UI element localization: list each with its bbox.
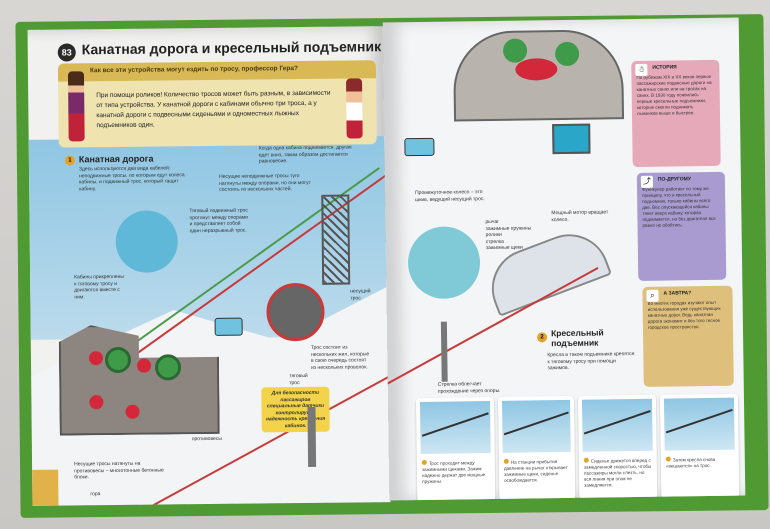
sidebar-tomorrow: ⌕ А ЗАВТРА? Во многих городах изучают оп…: [642, 285, 734, 387]
sidebar-text: Фуникулер работает по тому же принципу, …: [642, 185, 716, 228]
cabin: [404, 137, 435, 157]
step-card: Сиденье движется вперед с замедленной ск…: [577, 394, 658, 500]
cabin: [214, 317, 243, 336]
step-text: Трос проходит между зажимными щеками. За…: [421, 460, 486, 485]
step-text: Затем кресла снова «вешаются» на трос.: [665, 456, 716, 469]
step-card: Затем кресла снова «вешаются» на трос.: [659, 393, 740, 499]
sidebar-title: ИСТОРИЯ: [652, 64, 677, 71]
page-tab: [32, 469, 59, 506]
motor-label: Мощный мотор вращает колесо.: [551, 209, 609, 223]
sidebar-text: По рубежам XIX и XX веков первые пассажи…: [636, 73, 712, 116]
motor: [552, 123, 591, 155]
red-wheel: [89, 395, 104, 410]
tomorrow-icon: ⌕: [646, 289, 659, 302]
page-number: 83: [57, 43, 76, 62]
cabins-label: Кабины прикреплены к тяговому тросу и дв…: [74, 273, 125, 300]
carrying-rope-label: Несущие неподвижные тросы туго натянуты …: [219, 173, 311, 193]
step-text: На станции прибытия давление на рычаг от…: [503, 459, 568, 483]
counterweight-text: Несущие тросы натянуты на противовесы – …: [74, 460, 164, 481]
sidebar-alternative: ⤴ ПО-ДРУГОМУ Фуникулер работает по тому …: [636, 171, 727, 281]
chairlift-pylon: [307, 406, 317, 467]
intermediate-wheel-label: Промежуточное колесо – это шкив, ведущий…: [415, 189, 485, 203]
carrying-rope-tag: несущий трос: [350, 288, 371, 302]
pylon: [321, 194, 351, 285]
traction-rope-tag: тяговый трос: [289, 372, 308, 386]
step-illustration: [581, 398, 653, 452]
page-title: Канатная дорога и кресельный подъемник: [81, 38, 382, 58]
section-number: 1: [64, 155, 75, 166]
sidebar-text: Во многих городах изучают опыт использов…: [647, 299, 721, 330]
section-number: 2: [537, 332, 548, 343]
step-illustration: [663, 397, 735, 451]
section-text: Здесь используются два вида кабелей: неп…: [78, 165, 185, 192]
right-page: Промежуточное колесо – это шкив, ведущий…: [382, 17, 746, 501]
rope-structure-label: Трос состоит из нескольких жил, которые …: [310, 344, 370, 371]
sidebar-history: ☃ ИСТОРИЯ По рубежам XIX и XX веков перв…: [631, 59, 721, 168]
red-wheel: [136, 358, 152, 373]
footer-text: гора: [90, 491, 101, 498]
red-wheel: [88, 351, 104, 366]
clamp-detail-circle: [407, 226, 481, 300]
arrow-label: Стрелка облегчает прохождение через опор…: [437, 381, 501, 395]
counterweight-tag: противовесы: [191, 435, 222, 443]
step-card: Трос проходит между зажимными щеками. За…: [415, 396, 496, 501]
rope-cross-section: [266, 282, 325, 342]
section-title: Канатная дорога: [78, 153, 154, 165]
green-wheel: [154, 354, 182, 381]
section-text: Кресла в таком подъемнике крепятся к тяг…: [547, 351, 635, 372]
girl-illustration: [67, 71, 85, 142]
balance-text: Когда одна кабина поднимается, другая ед…: [258, 144, 352, 165]
red-wheel: [125, 404, 140, 419]
safety-speech-bubble: Для безопасности пассажиров специальные …: [261, 386, 330, 433]
sidebar-title: ПО-ДРУГОМУ: [657, 176, 691, 183]
history-icon: ☃: [635, 63, 648, 76]
step-illustration: [419, 401, 491, 455]
step-card: На станции прибытия давление на рычаг от…: [497, 395, 576, 501]
alternative-icon: ⤴: [640, 175, 654, 188]
section-title: Кресельный подъемник: [550, 327, 604, 349]
chairlift-pylon: [440, 321, 448, 382]
traction-rope-label: Тяговый подвижный трос протянут между оп…: [189, 207, 249, 234]
step-illustration: [501, 399, 571, 453]
step-text: Сиденье движется вперед с замедленной ск…: [583, 457, 652, 488]
answer-text: При помощи роликов! Количество тросов мо…: [96, 89, 331, 130]
left-page: 83 Канатная дорога и кресельный подъемни…: [27, 26, 391, 506]
green-wheel: [104, 346, 132, 374]
sidebar-title: А ЗАВТРА?: [663, 290, 692, 297]
professor-illustration: [346, 78, 363, 139]
pulley-detail-circle: [115, 210, 179, 273]
